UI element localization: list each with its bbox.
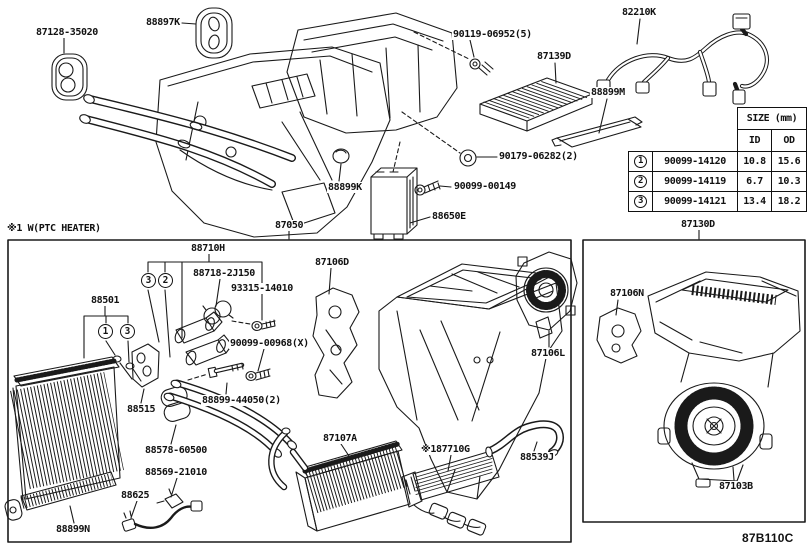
size-table-col-id: ID (737, 129, 772, 152)
seal-88897K-drawing (181, 7, 233, 59)
size-table-od-cell: 10.3 (771, 171, 807, 192)
valve-88515-drawing (131, 343, 160, 404)
heater-unit-box-outline (7, 239, 572, 543)
grommet-87128-drawing (51, 37, 88, 101)
clip-88569-drawing (156, 477, 184, 509)
part-label-88650E: 88650E (431, 211, 467, 222)
size-table-spacer (629, 130, 738, 152)
bracket-88899M-drawing (551, 98, 643, 148)
part-label-87103B: 87103B (718, 481, 754, 492)
heater-case-middle-drawing (378, 263, 563, 500)
size-table-row: 3 90099-14121 13.4 18.2 (628, 191, 807, 212)
screw-93315-drawing (231, 319, 276, 332)
part-label-88625: 88625 (120, 490, 151, 501)
cabin-filter-87139D-drawing (479, 62, 593, 132)
thermistor-88625-drawing (121, 500, 203, 532)
screw-00968-drawing (245, 348, 271, 382)
size-table-part-cell: 90099-14120 (652, 151, 738, 172)
part-label-88897K: 88897K (145, 17, 181, 28)
screw-90119-drawing (413, 31, 494, 76)
callout-circle-1: 1 (98, 324, 113, 339)
size-table-spacer (629, 108, 738, 130)
part-label-90099-00968: 90099-00968(X) (229, 338, 310, 349)
size-table-col-od: OD (771, 129, 807, 152)
callout-circle-ref3: 3 (634, 195, 647, 208)
size-table-row: 2 90099-14119 6.7 10.3 (628, 171, 807, 192)
part-label-88899N: 88899N (55, 524, 91, 535)
size-table-row: 1 90099-14120 10.8 15.6 (628, 151, 807, 172)
water-valve-tubes-drawing (174, 311, 233, 366)
heater-assembly-87050-drawing (79, 12, 458, 240)
part-label-88569-21010: 88569-21010 (144, 467, 208, 478)
size-table-ref-cell: 3 (628, 191, 653, 212)
part-label-87106N: 87106N (609, 288, 645, 299)
part-label-87106D: 87106D (314, 257, 350, 268)
clamp-88718-drawing (202, 278, 234, 325)
part-label-88899M: 88899M (590, 87, 626, 98)
grommet-88899K-drawing (332, 148, 350, 182)
size-table-id-cell: 13.4 (737, 191, 772, 212)
servo-87106L-drawing (515, 251, 578, 348)
part-label-90119-06952: 90119-06952(5) (452, 29, 533, 40)
size-table-ref-cell: 2 (628, 171, 653, 192)
part-label-82210K: 82210K (621, 7, 657, 18)
drawing-code: 87B110C (742, 531, 794, 545)
size-table-title: SIZE (mm) (737, 107, 807, 130)
strip-88899N-drawing (4, 471, 117, 524)
servo-87106N-drawing (596, 299, 642, 364)
callout-circle-3a: 3 (141, 273, 156, 288)
callout-circle-ref1: 1 (634, 155, 647, 168)
hose-88539J-drawing (485, 420, 565, 458)
part-label-87130D: 87130D (680, 219, 716, 230)
part-label-87139D: 87139D (536, 51, 572, 62)
ptc-heater-87710G-drawing (401, 450, 500, 536)
callout-circle-3b: 3 (120, 324, 135, 339)
part-label-88710H: 88710H (190, 243, 226, 254)
part-label-90179-06282: 90179-06282(2) (498, 151, 579, 162)
wire-harness-82210K-drawing (596, 13, 769, 105)
note-ptc-heater: ※1 W(PTC HEATER) (6, 223, 102, 234)
part-label-87128-35020: 87128-35020 (35, 27, 99, 38)
part-label-88899K: 88899K (327, 182, 363, 193)
size-table-id-cell: 6.7 (737, 171, 772, 192)
part-label-88515: 88515 (126, 404, 157, 415)
part-label-88578-60500: 88578-60500 (144, 445, 208, 456)
part-label-87050: 87050 (274, 220, 305, 231)
size-table: SIZE (mm) ID OD 1 90099-14120 10.8 15.6 … (628, 107, 807, 212)
heater-core-87107A-drawing (268, 427, 411, 532)
bolt-44050-drawing (187, 362, 245, 395)
size-table-od-cell: 15.6 (771, 151, 807, 172)
part-label-88899-44050: 88899-44050(2) (201, 395, 282, 406)
part-label-88539J: 88539J (519, 452, 555, 463)
evaporator-88501-drawing (10, 356, 124, 501)
amplifier-88650E-drawing (370, 167, 431, 240)
blower-unit-87130D-drawing (647, 229, 801, 490)
callout-circle-ref2: 2 (634, 175, 647, 188)
part-label-87107A: 87107A (322, 433, 358, 444)
part-label-87710G: ※187710G (420, 444, 471, 455)
size-table-part-cell: 90099-14121 (652, 191, 738, 212)
size-table-ref-cell: 1 (628, 151, 653, 172)
part-label-90099-00149: 90099-00149 (453, 181, 517, 192)
part-label-88501: 88501 (90, 295, 121, 306)
size-table-od-cell: 18.2 (771, 191, 807, 212)
bracket-lines-88710H (147, 253, 263, 358)
part-label-87106L: 87106L (530, 348, 566, 359)
part-label-93315-14010: 93315-14010 (230, 283, 294, 294)
blower-unit-box-outline (582, 239, 806, 523)
clamp-88578-drawing (160, 385, 191, 445)
part-label-88718-2J150: 88718-2J150 (192, 268, 256, 279)
size-table-part-cell: 90099-14119 (652, 171, 738, 192)
size-table-id-cell: 10.8 (737, 151, 772, 172)
washer-90179-drawing (401, 111, 498, 167)
callout-circle-2: 2 (158, 273, 173, 288)
bracket-lines-88501 (83, 305, 142, 382)
servo-87106D-drawing (312, 267, 360, 399)
screw-00149-drawing (414, 180, 452, 196)
